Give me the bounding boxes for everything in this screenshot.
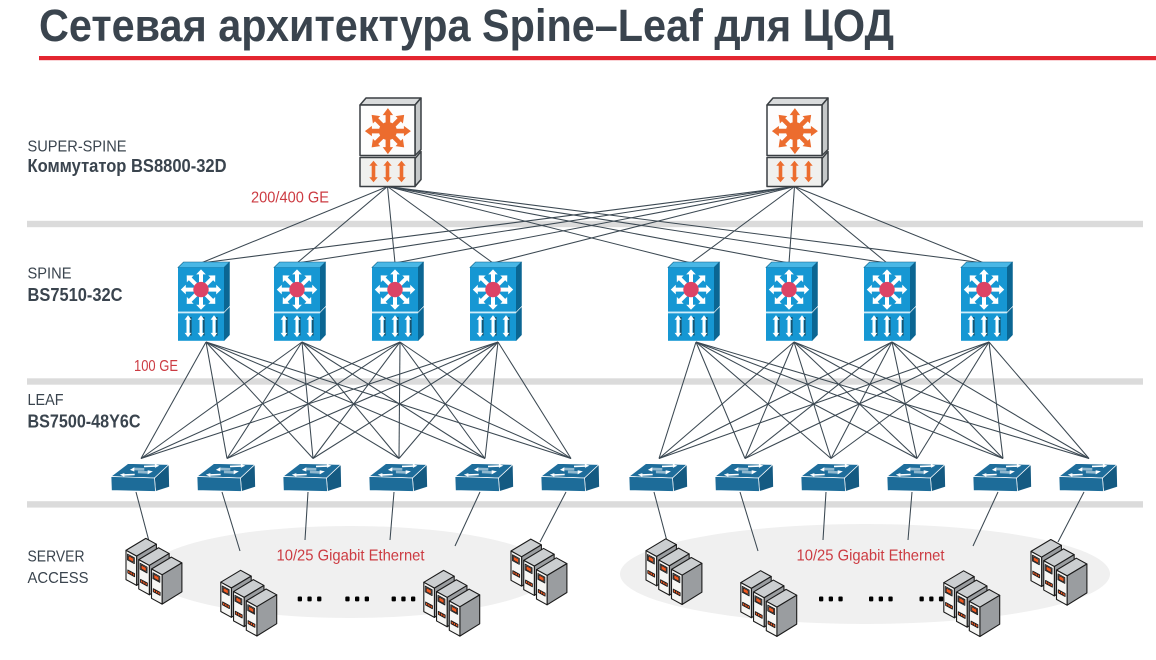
svg-text:SUPER-SPINE: SUPER-SPINE <box>28 139 127 156</box>
svg-text:BS7510-32C: BS7510-32C <box>28 285 123 305</box>
svg-text:10/25 Gigabit Ethernet: 10/25 Gigabit Ethernet <box>797 548 946 565</box>
svg-text:LEAF: LEAF <box>28 392 64 409</box>
svg-text:Сетевая архитектура Spine–Leaf: Сетевая архитектура Spine–Leaf для ЦОД <box>39 0 894 51</box>
svg-text:ACCESS: ACCESS <box>28 570 89 587</box>
svg-text:100 GE: 100 GE <box>134 358 178 375</box>
svg-text:Коммутатор BS8800-32D: Коммутатор BS8800-32D <box>28 156 227 176</box>
svg-text:SPINE: SPINE <box>28 266 72 283</box>
svg-text:SERVER: SERVER <box>28 549 85 566</box>
svg-text:10/25 Gigabit Ethernet: 10/25 Gigabit Ethernet <box>277 548 426 565</box>
svg-text:200/400 GE: 200/400 GE <box>251 190 329 207</box>
svg-text:BS7500-48Y6C: BS7500-48Y6C <box>28 412 141 432</box>
